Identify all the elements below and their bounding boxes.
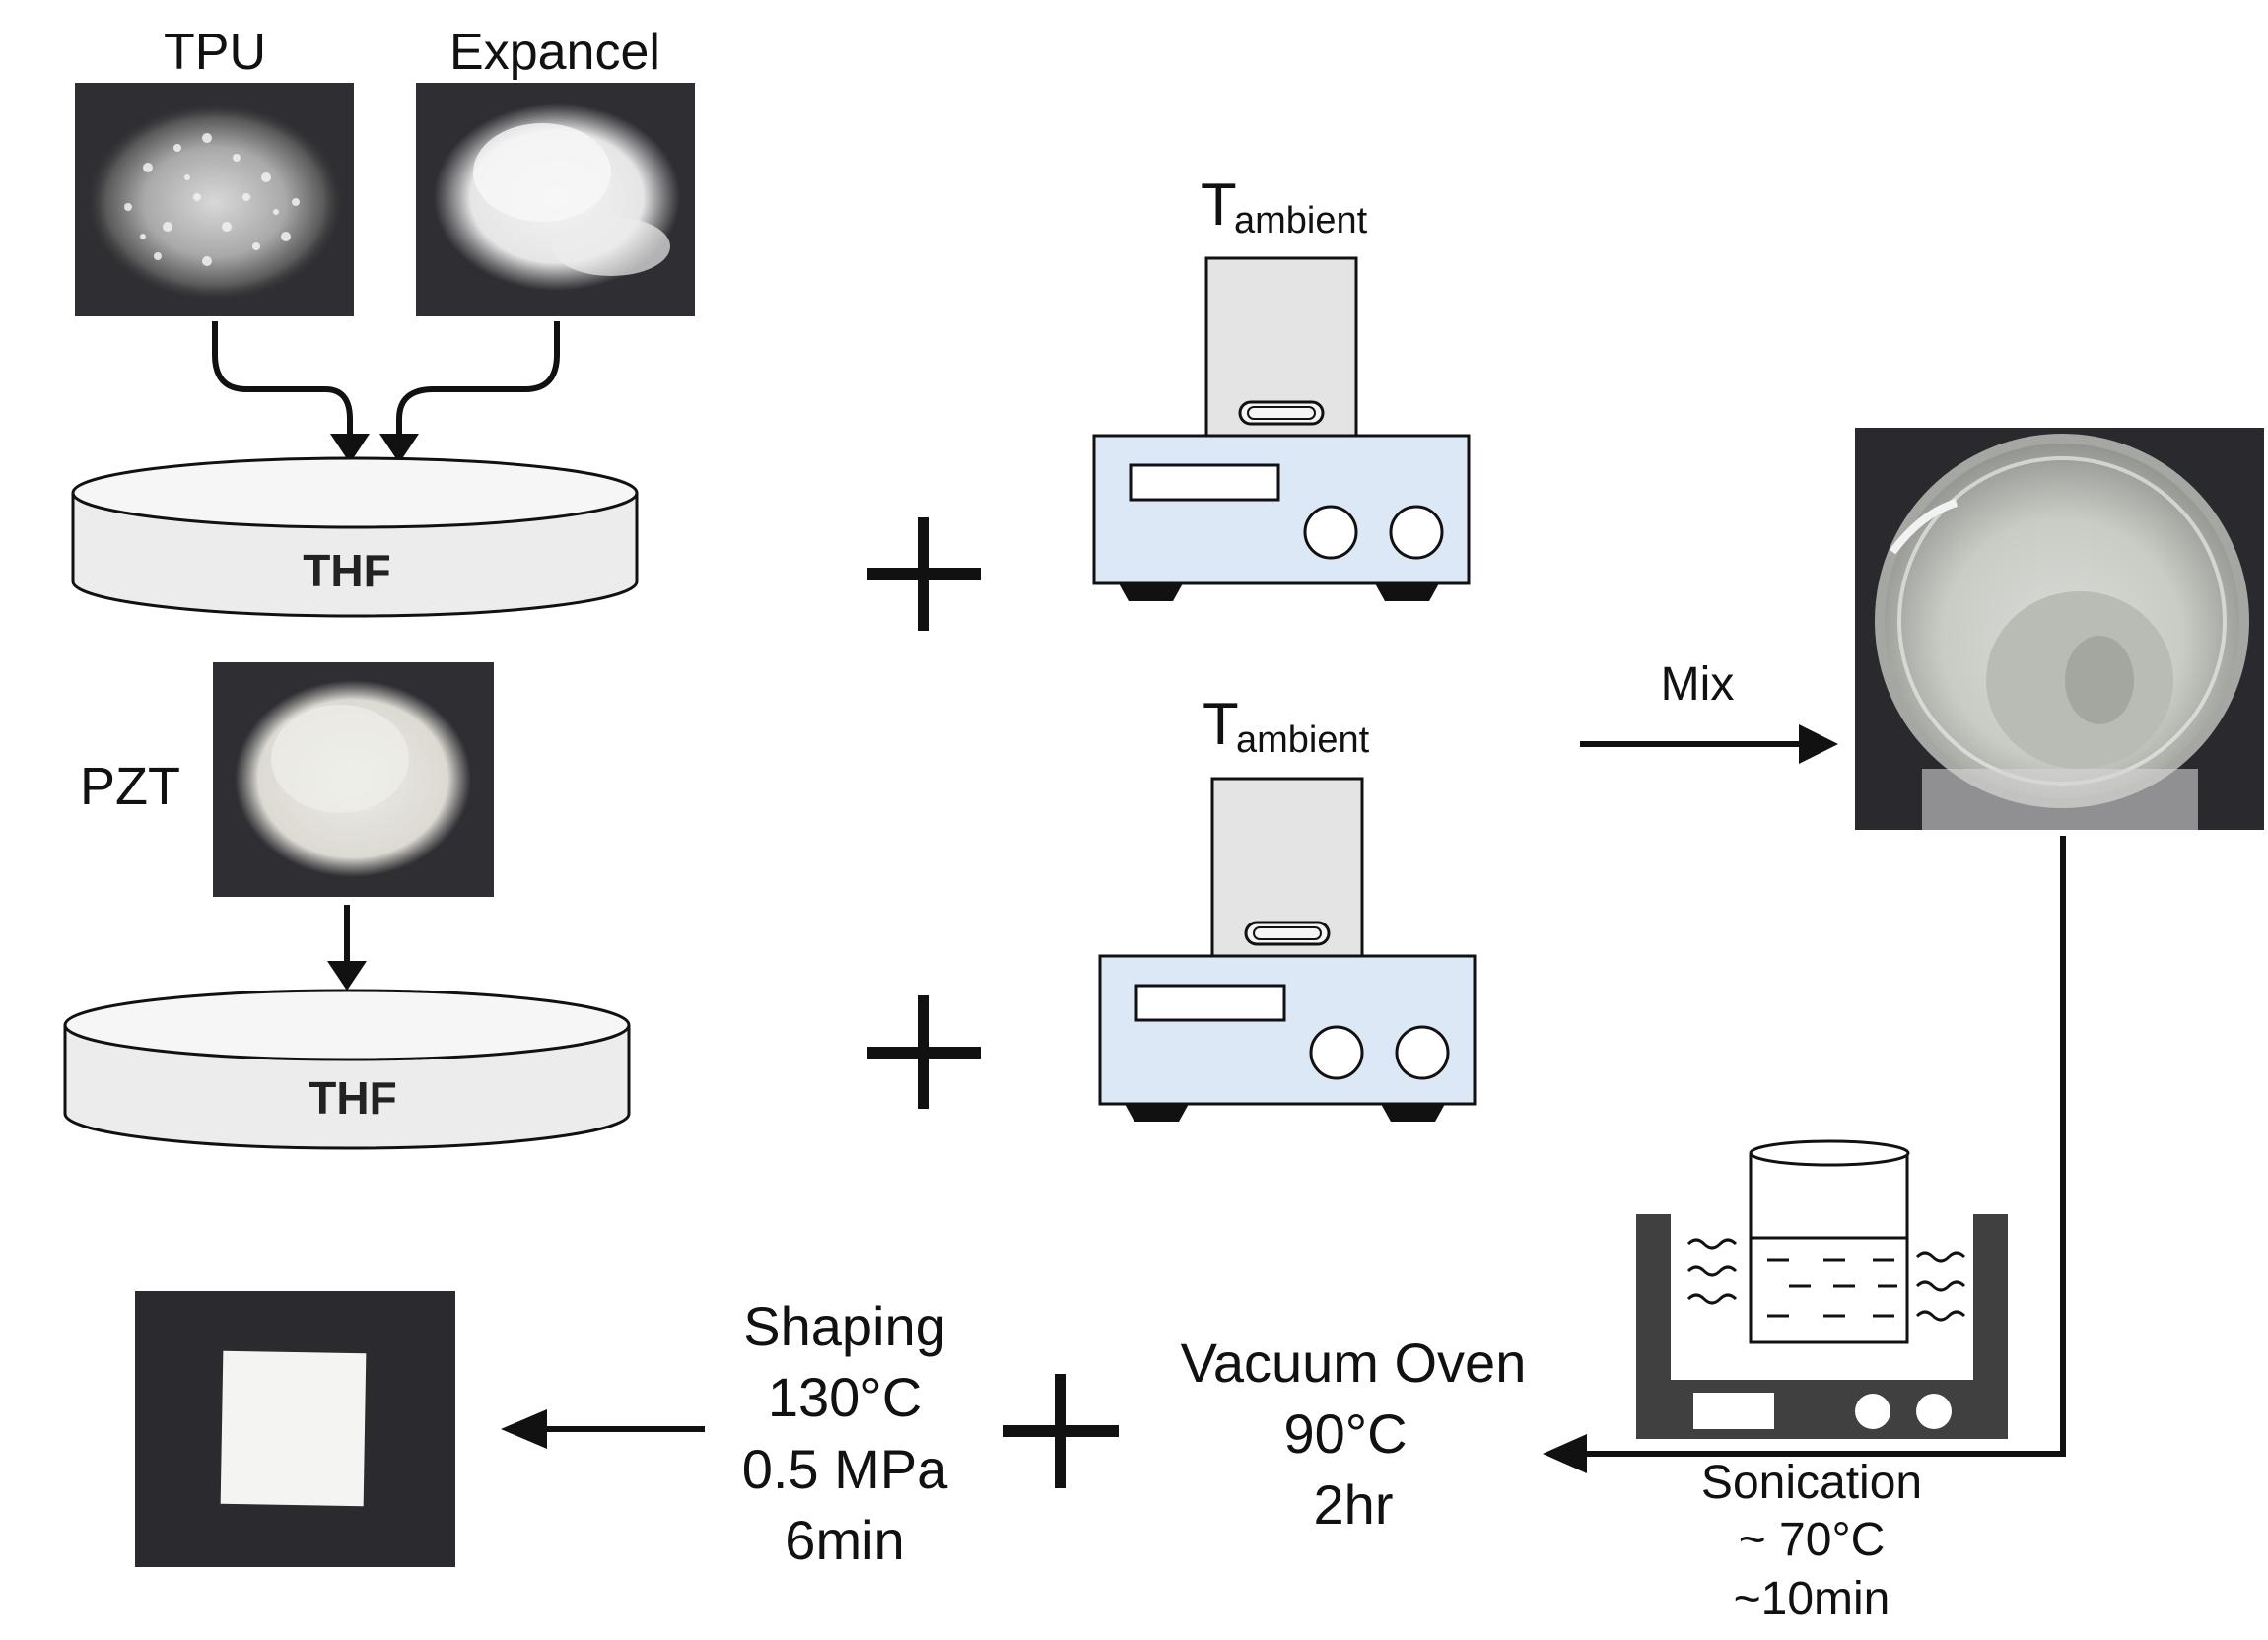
arrow-head-expancel: [379, 434, 419, 463]
vacuum-oven-temp: 90°C: [1283, 1402, 1407, 1465]
tpu-label: TPU: [164, 24, 266, 81]
pzt-label: PZT: [80, 757, 180, 816]
pzt-arrow-head: [327, 961, 367, 991]
shaping-arrow-head: [501, 1409, 547, 1449]
plus-sign-middle: [867, 995, 981, 1109]
sonication-title: Sonication: [1701, 1457, 1922, 1509]
thf-bottom-label: THF: [309, 1072, 396, 1124]
tpu-photo: [75, 83, 354, 316]
final-sample-photo: [135, 1291, 455, 1567]
thf-dish-bottom: [63, 989, 631, 1150]
stirrer-bottom-subscript: ambient: [1236, 719, 1370, 761]
shaping-title: Shaping: [743, 1295, 946, 1357]
pzt-photo: [213, 662, 494, 897]
vacuum-oven-time: 2hr: [1314, 1473, 1394, 1536]
stirrer-top-subscript: ambient: [1234, 200, 1368, 241]
magnetic-stirrer-bottom: [1098, 777, 1477, 1122]
sonication-time: ~10min: [1734, 1573, 1890, 1625]
thf-top-label: THF: [303, 545, 390, 596]
shaping-pressure: 0.5 MPa: [742, 1438, 948, 1500]
sonication-bath: [1636, 1139, 2008, 1439]
merge-arrows: [212, 321, 560, 444]
vacuum-oven-title: Vacuum Oven: [1181, 1332, 1527, 1394]
stirrer-top-symbol: T: [1201, 171, 1237, 238]
arrow-head-tpu: [330, 434, 370, 463]
shaping-time: 6min: [785, 1509, 904, 1571]
stirrer-bottom-symbol: T: [1203, 691, 1239, 757]
thf-dish-top: [71, 456, 639, 618]
expancel-photo: [416, 83, 695, 316]
plus-sign-bottom: [1003, 1374, 1119, 1488]
shaping-temp: 130°C: [768, 1366, 922, 1428]
beaker-to-oven-arrow-head: [1543, 1434, 1587, 1473]
mix-label: Mix: [1661, 658, 1735, 711]
beaker-to-oven-line: [1577, 836, 2066, 1457]
magnetic-stirrer-top: [1092, 256, 1471, 601]
expancel-label: Expancel: [449, 24, 660, 81]
mix-arrow-head: [1799, 724, 1838, 764]
sonication-temp: ~ 70°C: [1739, 1514, 1886, 1566]
mixture-beaker-photo: [1855, 428, 2264, 830]
plus-sign-top: [867, 517, 981, 631]
